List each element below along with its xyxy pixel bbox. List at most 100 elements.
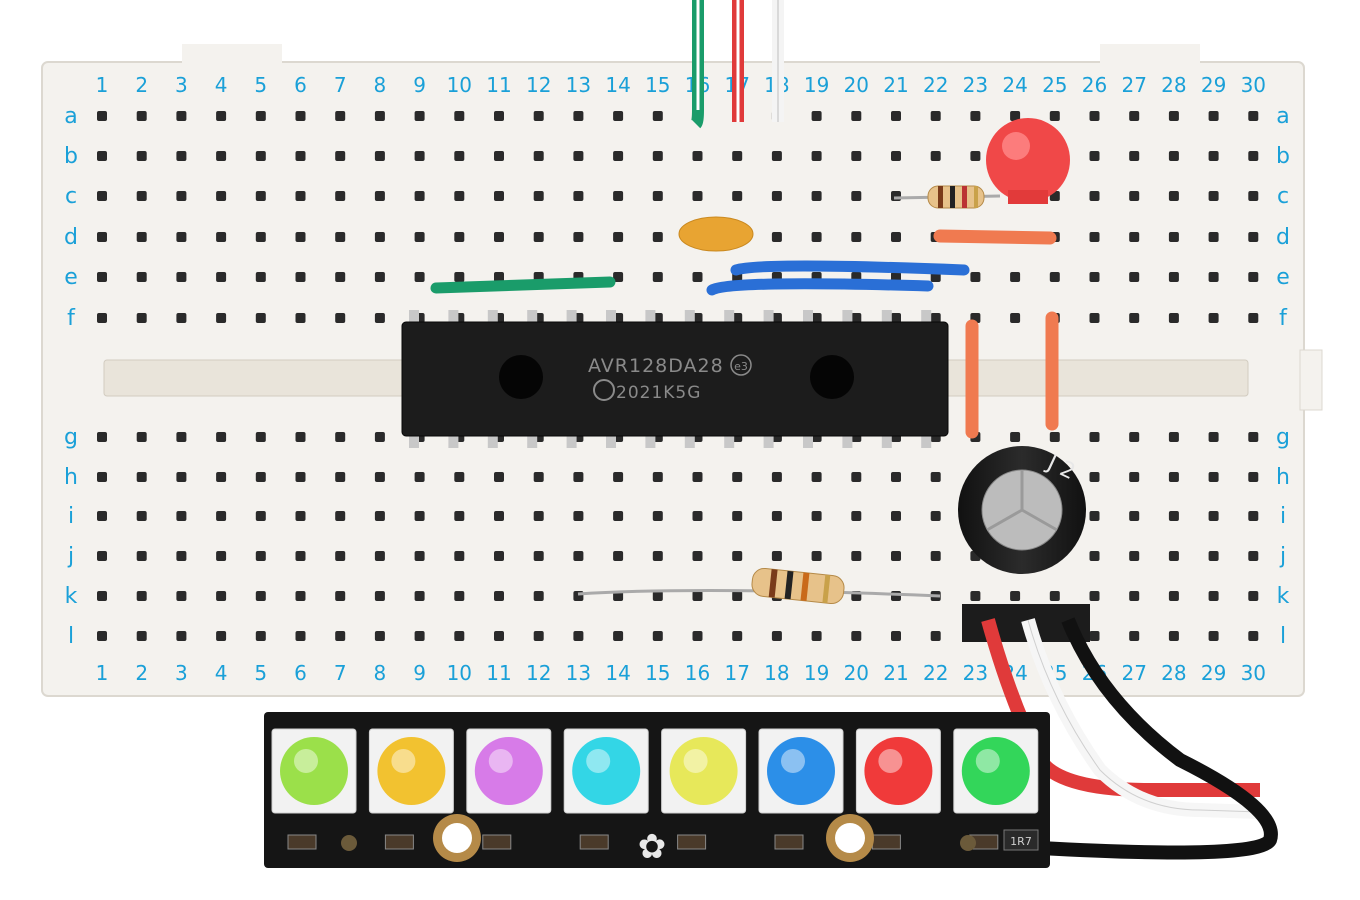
hole bbox=[176, 151, 187, 161]
neopixel-led bbox=[961, 737, 1030, 805]
hole bbox=[295, 591, 306, 601]
row-label: d bbox=[1276, 225, 1290, 250]
hole bbox=[970, 591, 981, 601]
hole bbox=[97, 232, 107, 242]
smd-capacitor bbox=[677, 834, 707, 850]
hole bbox=[1089, 232, 1100, 242]
top-wires bbox=[690, 0, 784, 129]
hole bbox=[692, 151, 703, 161]
row-label: e bbox=[1276, 265, 1290, 290]
hole bbox=[216, 232, 227, 242]
hole bbox=[414, 591, 425, 601]
hole bbox=[1129, 232, 1140, 242]
column-label-bottom: 21 bbox=[883, 661, 908, 685]
column-label-bottom: 9 bbox=[413, 661, 426, 685]
hole bbox=[1049, 111, 1060, 121]
hole bbox=[652, 511, 663, 521]
column-label-bottom: 8 bbox=[374, 661, 387, 685]
hole bbox=[1248, 432, 1259, 442]
wire-green-top bbox=[690, 0, 704, 129]
hole bbox=[652, 551, 663, 561]
hole bbox=[335, 472, 346, 482]
hole bbox=[891, 232, 901, 242]
hole bbox=[732, 191, 743, 201]
neopixel-led bbox=[864, 737, 933, 805]
hole bbox=[97, 151, 107, 161]
hole bbox=[573, 111, 584, 121]
hole bbox=[97, 111, 107, 121]
led-highlight bbox=[294, 749, 318, 773]
hole bbox=[374, 432, 385, 442]
hole bbox=[692, 551, 703, 561]
hole bbox=[176, 631, 187, 641]
column-label-bottom: 10 bbox=[447, 661, 472, 685]
hole bbox=[295, 472, 306, 482]
hole bbox=[851, 151, 862, 161]
hole bbox=[454, 511, 465, 521]
hole bbox=[255, 472, 266, 482]
smd-capacitor bbox=[774, 834, 804, 850]
hole bbox=[811, 151, 822, 161]
chip-pin bbox=[921, 434, 932, 448]
hole bbox=[811, 631, 822, 641]
hole bbox=[1168, 313, 1179, 323]
led-highlight bbox=[975, 749, 1000, 773]
jumper-wires bbox=[430, 229, 1059, 439]
cable-black bbox=[1039, 617, 1278, 860]
hole bbox=[613, 111, 624, 121]
column-label-top: 3 bbox=[175, 73, 188, 97]
hole bbox=[652, 232, 663, 242]
hole bbox=[255, 551, 266, 561]
hole bbox=[494, 511, 504, 521]
hole bbox=[613, 191, 624, 201]
hole bbox=[295, 551, 306, 561]
hole bbox=[573, 151, 584, 161]
hole bbox=[851, 551, 862, 561]
column-label-top: 14 bbox=[605, 73, 630, 97]
chip-pin bbox=[606, 434, 616, 448]
hole bbox=[1248, 272, 1259, 282]
hole bbox=[97, 272, 107, 282]
hole bbox=[176, 232, 187, 242]
hole bbox=[454, 591, 465, 601]
hole bbox=[374, 151, 385, 161]
resistor-bottom bbox=[577, 567, 941, 605]
hole bbox=[930, 551, 941, 561]
hole bbox=[216, 111, 227, 121]
hole bbox=[891, 272, 901, 282]
hole bbox=[1168, 511, 1179, 521]
row-label: k bbox=[1277, 584, 1290, 609]
row-label: j bbox=[1279, 544, 1286, 569]
hole bbox=[771, 151, 782, 161]
hole bbox=[255, 272, 266, 282]
column-label-top: 29 bbox=[1201, 73, 1226, 97]
chip-pin bbox=[724, 434, 735, 448]
led-highlight bbox=[391, 749, 416, 773]
hole bbox=[1089, 151, 1100, 161]
led-highlight bbox=[488, 749, 513, 773]
hole bbox=[494, 151, 504, 161]
hole bbox=[1129, 591, 1140, 601]
column-label-bottom: 14 bbox=[605, 661, 630, 685]
hole bbox=[771, 631, 782, 641]
hole bbox=[494, 111, 504, 121]
hole bbox=[136, 511, 147, 521]
hole bbox=[176, 472, 187, 482]
hole bbox=[1168, 591, 1179, 601]
column-label-top: 11 bbox=[486, 73, 511, 97]
row-label: h bbox=[1276, 465, 1290, 490]
hole bbox=[414, 111, 425, 121]
column-label-top: 30 bbox=[1241, 73, 1266, 97]
hole bbox=[454, 472, 465, 482]
hole bbox=[1089, 313, 1100, 323]
hole bbox=[454, 151, 465, 161]
hole bbox=[1168, 111, 1179, 121]
hole bbox=[136, 591, 147, 601]
column-label-top: 23 bbox=[963, 73, 988, 97]
hole bbox=[652, 151, 663, 161]
breadboard-tab-left bbox=[182, 44, 282, 64]
column-label-bottom: 29 bbox=[1201, 661, 1226, 685]
hole bbox=[811, 472, 822, 482]
hole bbox=[374, 631, 385, 641]
hole bbox=[335, 272, 346, 282]
